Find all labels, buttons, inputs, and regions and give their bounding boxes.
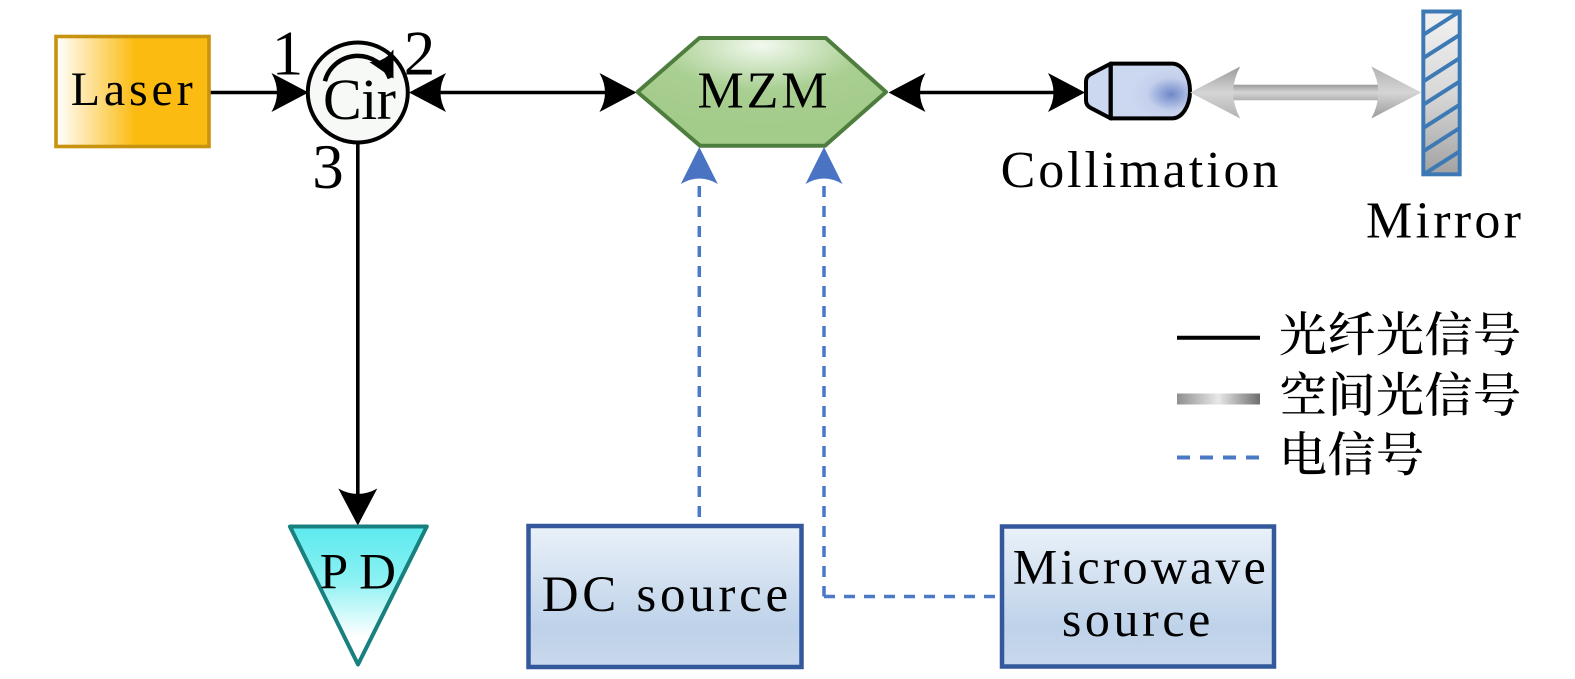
svg-text:Cir: Cir — [323, 67, 396, 132]
svg-text:PD: PD — [320, 545, 407, 601]
svg-text:Laser: Laser — [71, 63, 197, 116]
svg-text:3: 3 — [312, 132, 344, 202]
svg-text:2: 2 — [404, 19, 436, 89]
svg-text:DC source: DC source — [542, 567, 792, 623]
svg-text:1: 1 — [272, 19, 304, 89]
svg-text:source: source — [1062, 591, 1214, 647]
svg-text:Microwave: Microwave — [1013, 539, 1269, 595]
svg-text:Collimation: Collimation — [1001, 142, 1282, 199]
svg-text:Mirror: Mirror — [1366, 192, 1524, 249]
svg-text:MZM: MZM — [697, 63, 830, 120]
